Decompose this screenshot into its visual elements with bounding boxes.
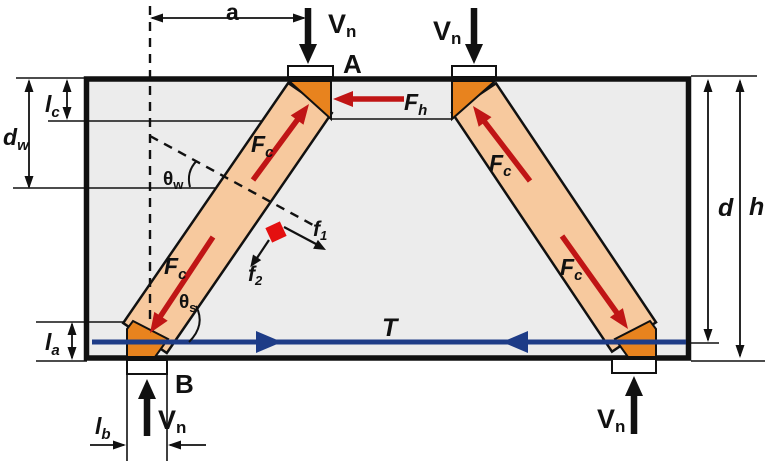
- label-node-a: A: [343, 49, 362, 79]
- labels: a Vn Vn Vn Vn A B Fh Fc Fc Fc Fc lc dw l…: [3, 0, 764, 443]
- bearing-plates: [126, 65, 657, 375]
- label-theta-s: θs: [179, 292, 197, 315]
- label-height-h: h: [749, 193, 764, 221]
- bearing-plate-top-left: [287, 65, 334, 78]
- strut-force-arrow-upper-right: [481, 119, 533, 183]
- label-la: la: [45, 329, 60, 359]
- label-fh: Fh: [404, 89, 427, 119]
- load-arrows: [138, 8, 643, 436]
- arrowhead-fc-lower-right: [609, 308, 628, 329]
- label-depth-d: d: [718, 194, 734, 222]
- label-f2: f2: [248, 263, 263, 288]
- bearing-plate-top-right: [451, 65, 497, 78]
- arrowhead-fc-lower-left: [150, 311, 168, 333]
- stress-element-square: [265, 221, 287, 243]
- force-arrow-lines: [157, 96, 620, 319]
- tie-arrowheads: [256, 331, 528, 353]
- label-theta-w: θw: [163, 169, 184, 192]
- label-vn-top-left: Vn: [328, 9, 356, 41]
- label-span-a: a: [226, 0, 239, 25]
- node-bottom-right: [613, 319, 657, 358]
- label-lb: lb: [95, 413, 111, 443]
- label-vn-top-right: Vn: [433, 16, 461, 48]
- tie-arrowhead-right: [256, 331, 282, 353]
- strut-force-arrow-lower-right: [559, 234, 620, 315]
- tie-arrowhead-left: [502, 331, 528, 353]
- strut-force-arrow-lower-left: [157, 235, 216, 319]
- node-zones: [126, 80, 657, 358]
- node-top-left: [286, 80, 332, 122]
- node-bottom-left: [126, 319, 170, 358]
- label-fc-upper-right: Fc: [489, 150, 512, 180]
- label-fc-upper-left: Fc: [251, 131, 274, 161]
- strut-force-arrow-upper-left: [250, 117, 301, 182]
- label-lc: lc: [45, 91, 60, 121]
- bearing-plate-bottom-left: [126, 359, 168, 375]
- label-f1: f1: [313, 218, 327, 243]
- label-node-b: B: [175, 369, 194, 399]
- label-vn-bottom-left: Vn: [158, 405, 186, 437]
- label-vn-bottom-right: Vn: [597, 404, 625, 436]
- arrowhead-f2: [250, 254, 262, 268]
- label-tie-force: T: [382, 314, 400, 342]
- force-arrow-heads: [150, 91, 628, 333]
- angle-arc-theta-s: [188, 305, 201, 343]
- node-top-right: [451, 80, 498, 122]
- label-dw: dw: [3, 124, 30, 154]
- arrowhead-fc-upper-left: [290, 104, 309, 125]
- dimension-lines: [24, 13, 745, 450]
- angle-arc-theta-w: [187, 160, 198, 188]
- arrowhead-fc-upper-right: [473, 106, 492, 127]
- label-fc-lower-left: Fc: [164, 253, 187, 283]
- arrowhead-fh: [333, 91, 353, 107]
- stress-axes: [250, 226, 326, 268]
- extension-lines: [13, 75, 765, 461]
- bearing-plate-bottom-right: [611, 358, 657, 374]
- arrowhead-f1: [313, 239, 326, 250]
- label-fc-lower-right: Fc: [560, 254, 583, 284]
